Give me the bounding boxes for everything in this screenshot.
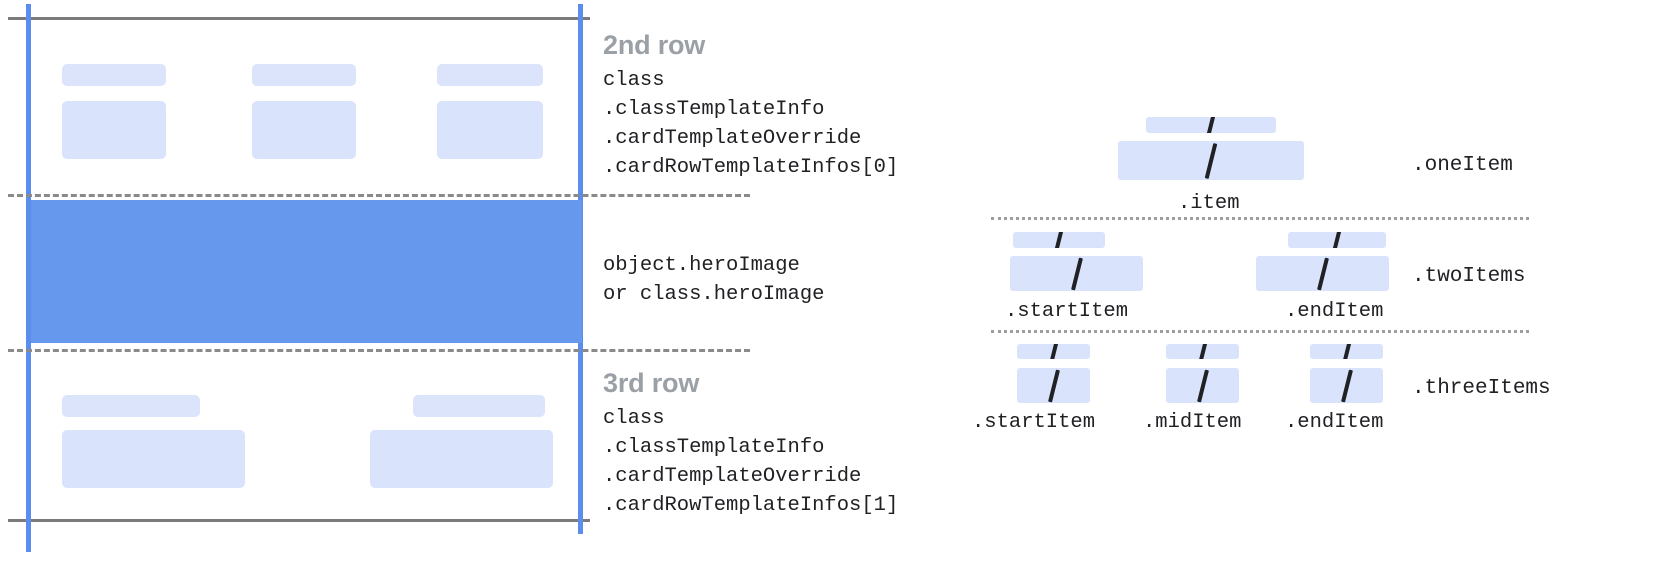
annotation-code-line: .cardTemplateOverride — [603, 464, 862, 488]
placeholder-label — [62, 64, 166, 86]
slash-icon — [1047, 369, 1060, 402]
group-name: .twoItems — [1412, 265, 1526, 288]
slash-icon — [1204, 142, 1218, 179]
card-left-guide — [26, 4, 31, 552]
slash-icon — [1196, 369, 1209, 402]
placeholder-block — [370, 430, 553, 488]
placeholder-label — [437, 64, 543, 86]
slot-main-box — [1166, 368, 1239, 403]
group-divider — [991, 217, 1529, 220]
annotation-row-3: 3rd row class .classTemplateInfo .cardTe… — [603, 368, 899, 520]
slash-icon — [1316, 257, 1329, 290]
hero-top-divider — [8, 194, 750, 197]
slash-icon — [1198, 344, 1207, 359]
placeholder-label — [413, 395, 545, 417]
card-top-rule — [8, 17, 590, 20]
slot-caption: .startItem — [1005, 300, 1129, 323]
group-divider — [991, 330, 1529, 333]
card-bottom-rule — [8, 519, 590, 522]
group-name: .oneItem — [1412, 154, 1513, 177]
placeholder-block — [437, 101, 543, 159]
slash-icon — [1332, 232, 1342, 248]
slot-top-bar — [1017, 344, 1090, 359]
annotation-code-line: .cardRowTemplateInfos[0] — [603, 155, 899, 179]
slot-top-bar — [1166, 344, 1239, 359]
slash-icon — [1206, 117, 1216, 133]
slash-icon — [1054, 232, 1064, 248]
slash-icon — [1342, 344, 1351, 359]
annotation-code-line: object.heroImage — [603, 254, 800, 277]
placeholder-block — [62, 101, 166, 159]
slot-main-box — [1256, 256, 1389, 291]
slash-icon — [1049, 344, 1058, 359]
annotation-code-line: .cardTemplateOverride — [603, 126, 862, 150]
slot-caption: .startItem — [972, 411, 1096, 434]
annotation-code-line: .classTemplateInfo — [603, 97, 825, 121]
placeholder-label — [62, 395, 200, 417]
annotation-row-2: 2nd row class .classTemplateInfo .cardTe… — [603, 30, 899, 182]
slot-top-bar — [1146, 117, 1276, 133]
slot-caption: .item — [1178, 192, 1240, 215]
annotation-code-line: class — [603, 406, 665, 430]
slot-main-box — [1017, 368, 1090, 403]
slot-main-box — [1310, 368, 1383, 403]
annotation-code-line: class — [603, 68, 665, 92]
annotation-code-line: .cardRowTemplateInfos[1] — [603, 493, 899, 517]
slot-caption: .endItem — [1285, 300, 1384, 323]
slash-icon — [1070, 257, 1083, 290]
annotation-code-line: .classTemplateInfo — [603, 435, 825, 459]
slash-icon — [1340, 369, 1353, 402]
annotation-title: 3rd row — [603, 368, 700, 398]
slot-top-bar — [1310, 344, 1383, 359]
slot-top-bar — [1013, 232, 1105, 248]
slot-main-box — [1010, 256, 1143, 291]
placeholder-block — [62, 430, 245, 488]
placeholder-label — [252, 64, 356, 86]
annotation-hero: object.heroImage or class.heroImage — [603, 251, 824, 309]
hero-bottom-divider — [8, 349, 750, 352]
hero-image-band — [31, 200, 582, 343]
annotation-code-line: or class.heroImage — [603, 283, 825, 306]
slot-top-bar — [1288, 232, 1386, 248]
placeholder-block — [252, 101, 356, 159]
slot-caption: .midItem — [1143, 411, 1242, 434]
annotation-title: 2nd row — [603, 30, 706, 60]
slot-caption: .endItem — [1285, 411, 1384, 434]
group-name: .threeItems — [1412, 377, 1551, 400]
slot-main-box — [1118, 141, 1304, 180]
